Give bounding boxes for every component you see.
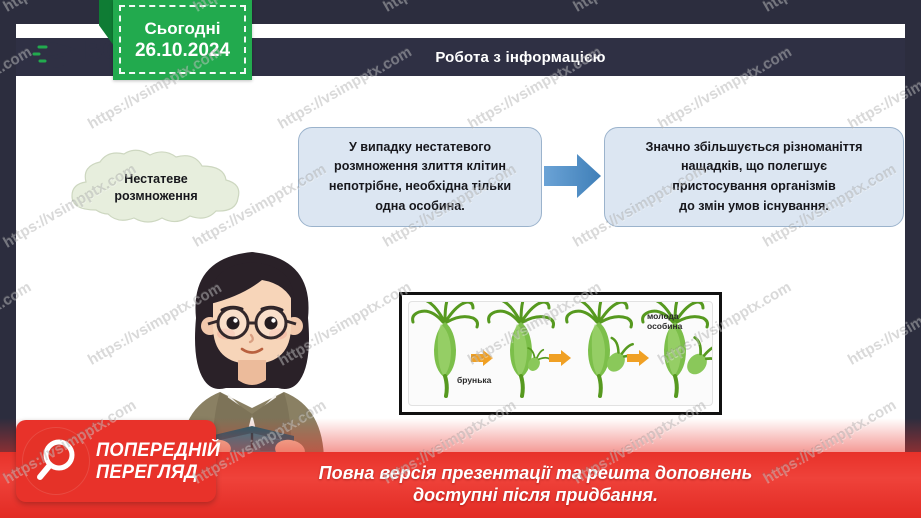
today-label: Сьогодні [144,18,221,38]
preview-banner-text: Повна версія презентації та решта доповн… [169,463,753,507]
info-left-line-3: непотрібне, необхідна тільки [328,179,512,193]
info-right-line-1: Значно збільшується різноманіття [645,139,863,154]
preview-banner-line-2: доступні після придбання. [413,485,658,505]
hydra-young-label: молода особина [647,311,683,332]
watermark-text: https://vsimpptx.com [760,0,899,15]
hydra-bud-label: брунька [457,375,492,385]
preview-badge-word-1: ПОПЕРЕДНІЙ [96,439,221,461]
right-arrow-icon [544,153,602,199]
watermark-text: https://vsimpptx.com [380,0,519,15]
info-left-line-4: одна особина. [375,198,465,213]
cloud-shape-icon [71,149,240,223]
info-right-line-3: пристосування організмів [672,179,836,193]
info-box-right: Значно збільшується різноманіття нащадкі… [604,127,904,227]
info-right-line-4: до змін умов існування. [679,198,829,213]
info-box-left: У випадку нестатевого розмноження злиття… [298,127,542,227]
preview-badge[interactable]: ПОПЕРЕДНІЙ ПЕРЕГЛЯД [16,420,220,502]
cloud-line-1: Нестатеве [124,172,188,187]
page-title: Робота з інформацією [435,48,606,66]
preview-badge-word-2: ПЕРЕГЛЯД [96,461,198,483]
cloud-line-2: розмноження [114,189,198,203]
hydra-young-label-line-1: молода [647,311,679,321]
today-date-badge: Сьогодні 26.10.2024 [113,0,252,80]
watermark-text: https://vsimpptx.com [570,0,709,15]
cloud-callout: Нестатеве розмноження [66,148,246,226]
graduation-cap-icon [20,36,80,78]
today-date-value: 26.10.2024 [134,39,231,61]
info-right-line-2: нащадків, що полегшує [680,159,828,174]
hydra-budding-figure: брунька молода особина [399,292,722,415]
cloud-text: Нестатеве розмноження [66,148,246,226]
hydra-young-label-line-2: особина [647,320,683,331]
preview-badge-words: ПОПЕРЕДНІЙ ПЕРЕГЛЯД [96,441,226,482]
info-left-line-1: У випадку нестатевого [348,139,492,154]
preview-banner-line-1: Повна версія презентації та решта доповн… [318,463,753,484]
hydra-figure-inner: брунька молода особина [408,301,713,406]
magnifier-icon [22,427,90,495]
info-left-line-2: розмноження злиття клітин [334,159,506,174]
